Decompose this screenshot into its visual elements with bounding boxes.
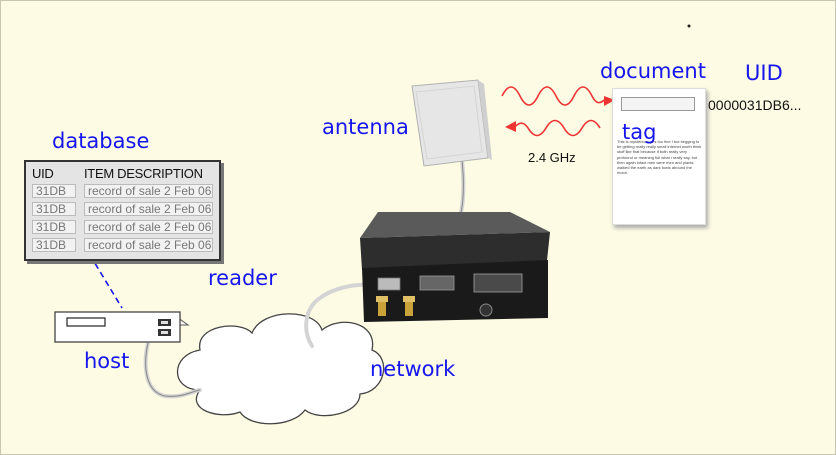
uid-cell: 31DB [32,184,76,198]
reader-device [360,212,550,322]
host-label: host [84,349,130,373]
uid-column-header: UID [32,166,54,181]
uid-cell: 31DB [32,238,76,252]
reader-label: reader [208,266,277,290]
tag-label: tag [622,120,657,144]
power-jack [479,303,493,317]
network-label: network [370,357,456,381]
antenna-connector-2 [405,302,413,316]
database-label: database [52,129,150,153]
wave-return [515,119,601,137]
host-device [54,311,190,343]
database-table: UID ITEM DESCRIPTION 31DB record of sale… [24,160,221,261]
wave-outgoing [501,86,605,106]
description-column-header: ITEM DESCRIPTION [84,166,203,181]
host-database-link [89,254,123,309]
io-port [473,273,523,293]
document-page: This is mysterious yes too fine I but be… [612,88,706,225]
uid-label: UID [745,61,783,85]
ethernet-port [377,277,401,291]
rfid-tag [621,97,695,111]
antenna-label: antenna [322,115,409,139]
rf-waves [501,86,615,137]
uid-value: 0000031DB6... [708,97,802,113]
document-label: document [600,59,706,83]
stray-dot [687,24,691,28]
uid-cell: 31DB [32,220,76,234]
description-cell: record of sale 2 Feb 06 [84,184,213,198]
host-drive-slot [66,317,106,327]
network-cloud [176,313,385,425]
antenna-panel [411,79,492,167]
description-cell: record of sale 2 Feb 06 [84,238,213,252]
frequency-label: 2.4 GHz [528,150,576,165]
document-body-text: This is mysterious yes too fine I but be… [617,139,702,176]
uid-cell: 31DB [32,202,76,216]
serial-port [419,275,455,291]
description-cell: record of sale 2 Feb 06 [84,220,213,234]
antenna-connector-1 [378,302,386,316]
description-cell: record of sale 2 Feb 06 [84,202,213,216]
